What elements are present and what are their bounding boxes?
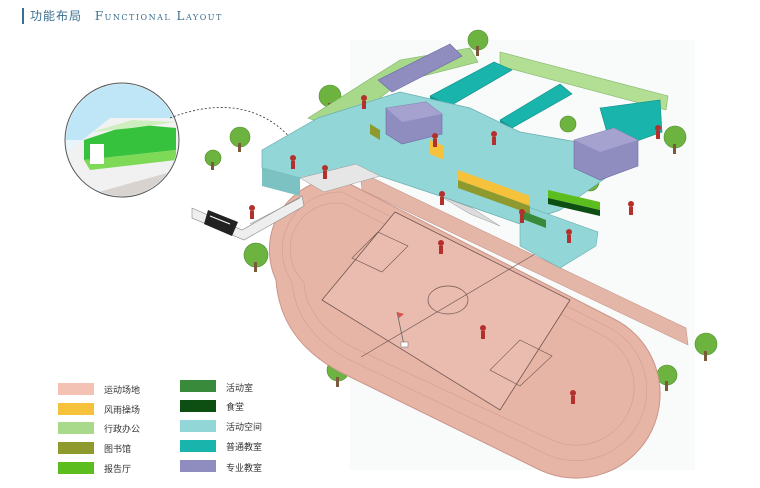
- tree-icon: [230, 127, 250, 152]
- legend-swatch-regular-classroom: [180, 440, 216, 452]
- legend-swatch-activity-space: [180, 420, 216, 432]
- legend-label-sports-field: 运动场地: [104, 383, 140, 396]
- legend-label-canteen: 食堂: [226, 400, 244, 413]
- tree-icon: [205, 150, 221, 170]
- legend-label-activity-space: 活动空间: [226, 420, 262, 433]
- legend-swatch-admin-office: [58, 422, 94, 434]
- legend-label-admin-office: 行政办公: [104, 422, 140, 435]
- legend-swatch-sports-field: [58, 383, 94, 395]
- legend-label-regular-classroom: 普通教室: [226, 440, 262, 453]
- legend-label-activity-room: 活动室: [226, 381, 253, 394]
- legend-label-specialty-classroom: 专业教室: [226, 461, 262, 474]
- legend-label-covered-playground: 风雨操场: [104, 403, 140, 416]
- legend-label-lecture-hall: 报告厅: [104, 462, 131, 475]
- legend-swatch-specialty-classroom: [180, 460, 216, 472]
- legend-swatch-activity-room: [180, 380, 216, 392]
- legend-swatch-canteen: [180, 400, 216, 412]
- tree-icon: [695, 333, 717, 361]
- legend-swatch-library: [58, 442, 94, 454]
- legend-swatch-covered-playground: [58, 403, 94, 415]
- tree-icon: [560, 116, 576, 132]
- legend-label-library: 图书馆: [104, 442, 131, 455]
- sports-field: [269, 172, 688, 478]
- legend-swatch-lecture-hall: [58, 462, 94, 474]
- tree-icon: [244, 243, 268, 272]
- tree-icon: [664, 126, 686, 154]
